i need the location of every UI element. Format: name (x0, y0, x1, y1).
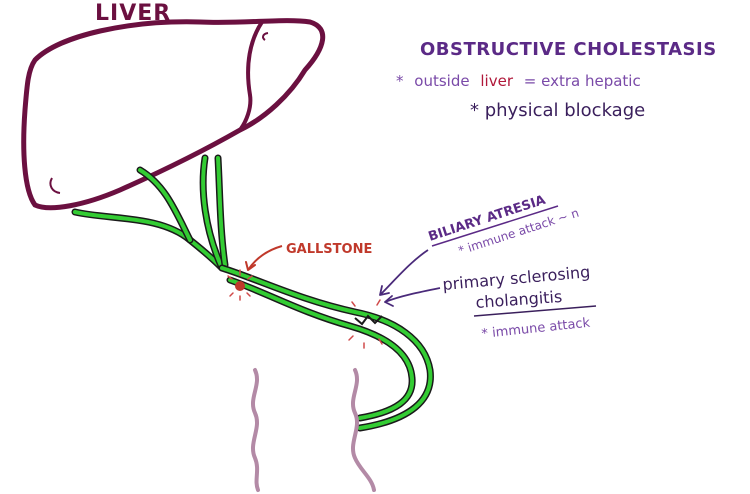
extrahepatic-line: * outside liver = extra hepatic (396, 72, 641, 90)
liver-highlight-right (262, 32, 269, 41)
biliary-atresia-underline (431, 205, 559, 247)
liver-outline (21, 18, 326, 211)
gallstone-arrow (247, 245, 283, 271)
stricture-squiggle (354, 314, 383, 326)
liver-highlight (49, 177, 61, 194)
biliary-atresia-arrow (379, 249, 429, 296)
psc-label-line2: cholangitis (475, 287, 563, 312)
duodenum-left-wall (251, 368, 260, 492)
liver-label: LIVER (95, 1, 171, 26)
duodenum (251, 368, 376, 492)
gallstone (235, 281, 245, 291)
stricture-marks (348, 299, 383, 349)
liver (21, 18, 326, 211)
title: OBSTRUCTIVE CHOLESTASIS (420, 39, 717, 60)
biliary-tree (71, 154, 434, 432)
liver-lobe-divider (238, 20, 264, 132)
psc-underline (473, 305, 597, 317)
psc-arrow (384, 287, 441, 303)
duodenum-right-wall (351, 368, 376, 492)
psc-note: * immune attack (481, 316, 591, 342)
physical-blockage-line: * physical blockage (470, 100, 645, 121)
gallstone-label: GALLSTONE (286, 242, 372, 257)
gallstone-marker (227, 269, 253, 301)
